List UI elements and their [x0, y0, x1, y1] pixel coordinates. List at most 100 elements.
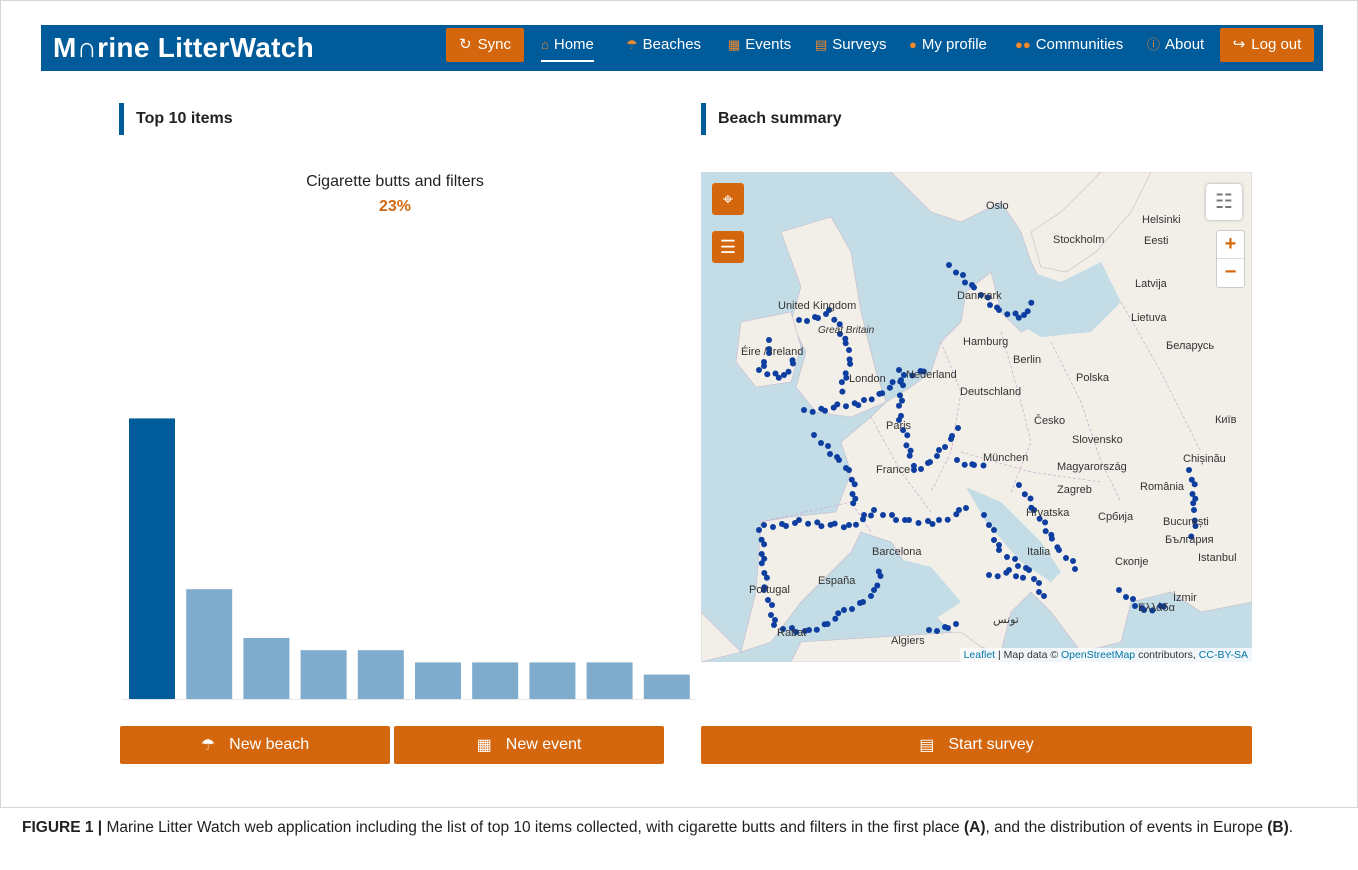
beach-point-marker[interactable] — [1036, 580, 1042, 586]
beach-point-marker[interactable] — [1189, 491, 1196, 497]
beach-point-marker[interactable] — [835, 610, 842, 617]
beach-point-marker[interactable] — [842, 370, 849, 377]
beach-point-marker[interactable] — [775, 374, 782, 381]
beach-point-marker[interactable] — [765, 597, 771, 603]
beach-point-marker[interactable] — [986, 572, 992, 578]
nav-beaches[interactable]: ☂ Beaches — [626, 25, 701, 65]
beach-point-marker[interactable] — [949, 433, 955, 439]
beach-point-marker[interactable] — [953, 511, 960, 518]
beach-point-marker[interactable] — [1192, 495, 1199, 502]
beach-point-marker[interactable] — [770, 524, 776, 530]
beach-point-marker[interactable] — [1149, 607, 1156, 614]
beach-point-marker[interactable] — [785, 368, 792, 375]
beach-point-marker[interactable] — [852, 495, 859, 502]
beach-point-marker[interactable] — [1031, 507, 1037, 513]
new-beach-button[interactable]: ☂ New beach — [120, 726, 390, 764]
beach-point-marker[interactable] — [953, 269, 959, 276]
beach-point-marker[interactable] — [801, 407, 807, 413]
bar-item-6[interactable] — [415, 662, 461, 699]
beach-point-marker[interactable] — [942, 444, 948, 450]
beach-point-marker[interactable] — [871, 587, 877, 593]
beach-point-marker[interactable] — [956, 507, 962, 513]
beach-point-marker[interactable] — [1015, 314, 1022, 321]
beach-point-marker[interactable] — [1186, 467, 1192, 473]
beach-point-marker[interactable] — [846, 356, 853, 363]
beach-point-marker[interactable] — [804, 318, 810, 324]
bar-item-1[interactable] — [129, 418, 175, 699]
beach-point-marker[interactable] — [954, 457, 960, 463]
beach-point-marker[interactable] — [843, 374, 850, 381]
beach-point-marker[interactable] — [875, 568, 882, 575]
beach-point-marker[interactable] — [929, 521, 936, 527]
sync-button[interactable]: ↻ Sync — [446, 28, 524, 62]
beach-point-marker[interactable] — [825, 443, 831, 449]
beach-point-marker[interactable] — [1036, 589, 1042, 595]
beach-point-marker[interactable] — [996, 307, 1002, 313]
list-view-button[interactable]: ☰ — [712, 231, 744, 263]
bar-item-7[interactable] — [472, 662, 519, 699]
beach-point-marker[interactable] — [834, 401, 841, 408]
beach-point-marker[interactable] — [1191, 507, 1197, 513]
beach-point-marker[interactable] — [1048, 535, 1055, 542]
beach-point-marker[interactable] — [827, 451, 833, 457]
beach-point-marker[interactable] — [874, 582, 881, 589]
beach-point-marker[interactable] — [846, 347, 852, 353]
new-event-button[interactable]: ▦ New event — [394, 726, 664, 764]
bar-item-3[interactable] — [243, 638, 290, 699]
beach-point-marker[interactable] — [904, 432, 911, 439]
beach-point-marker[interactable] — [763, 574, 770, 581]
beach-point-marker[interactable] — [893, 517, 899, 523]
beach-point-marker[interactable] — [848, 476, 855, 483]
beach-point-marker[interactable] — [781, 372, 787, 378]
beach-point-marker[interactable] — [805, 520, 812, 527]
beach-point-marker[interactable] — [766, 350, 772, 356]
beach-point-marker[interactable] — [761, 522, 767, 528]
beach-point-marker[interactable] — [836, 321, 843, 328]
license-link[interactable]: CC-BY-SA — [1198, 649, 1248, 661]
beach-point-marker[interactable] — [936, 447, 942, 453]
beach-point-marker[interactable] — [963, 505, 969, 511]
beach-point-marker[interactable] — [1072, 566, 1078, 572]
beach-point-marker[interactable] — [809, 408, 816, 415]
beach-point-marker[interactable] — [1026, 567, 1032, 573]
beach-point-marker[interactable] — [761, 587, 767, 593]
beach-point-marker[interactable] — [868, 512, 874, 519]
beach-point-marker[interactable] — [761, 555, 768, 562]
beach-point-marker[interactable] — [868, 396, 875, 403]
beach-point-marker[interactable] — [900, 427, 907, 434]
beach-point-marker[interactable] — [978, 292, 984, 298]
beach-point-marker[interactable] — [1004, 311, 1011, 318]
beach-point-marker[interactable] — [918, 466, 924, 472]
beach-point-marker[interactable] — [903, 442, 910, 449]
beach-point-marker[interactable] — [836, 457, 842, 463]
beach-point-marker[interactable] — [796, 517, 802, 523]
beach-point-marker[interactable] — [1020, 574, 1026, 581]
nav-communities[interactable]: ●● Communities — [1015, 25, 1123, 65]
beach-point-marker[interactable] — [898, 377, 904, 384]
beach-point-marker[interactable] — [818, 440, 824, 446]
beach-point-marker[interactable] — [1141, 607, 1147, 613]
beach-point-marker[interactable] — [1070, 558, 1076, 564]
nav-surveys[interactable]: ▤ Surveys — [815, 25, 886, 65]
beach-point-marker[interactable] — [1191, 517, 1198, 524]
beach-point-marker[interactable] — [758, 536, 765, 543]
beach-point-marker[interactable] — [771, 622, 777, 628]
beach-point-marker[interactable] — [971, 284, 977, 291]
beach-point-marker[interactable] — [853, 521, 859, 528]
beach-point-marker[interactable] — [996, 547, 1002, 553]
beach-point-marker[interactable] — [1031, 576, 1037, 582]
beach-point-marker[interactable] — [1191, 481, 1198, 488]
beach-point-marker[interactable] — [806, 627, 812, 633]
beach-point-marker[interactable] — [772, 617, 778, 623]
beach-point-marker[interactable] — [962, 279, 968, 286]
start-survey-button[interactable]: ▤ Start survey — [701, 726, 1252, 764]
beach-point-marker[interactable] — [832, 615, 839, 622]
beach-point-marker[interactable] — [899, 397, 905, 404]
beach-point-marker[interactable] — [850, 500, 857, 507]
beach-point-marker[interactable] — [877, 573, 884, 579]
beach-point-marker[interactable] — [886, 384, 893, 391]
beach-point-marker[interactable] — [1027, 495, 1034, 502]
beach-point-marker[interactable] — [1123, 594, 1129, 600]
layers-control[interactable]: ☷ — [1206, 184, 1242, 220]
beach-point-marker[interactable] — [1041, 593, 1047, 599]
